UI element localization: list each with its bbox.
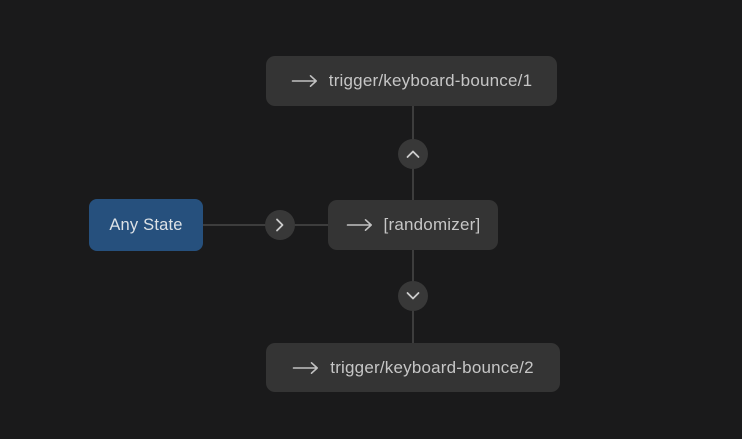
state-node-label: trigger/keyboard-bounce/2 [330,357,534,377]
transition-arrow-icon [292,361,319,374]
state-node-label: [randomizer] [383,215,481,234]
transition-arrow-icon [291,75,317,87]
state-node-randomizer[interactable]: [randomizer] [328,200,498,250]
state-node-label: trigger/keyboard-bounce/1 [328,71,533,90]
chevron-right-icon [276,218,284,232]
chevron-down-icon [406,292,420,300]
state-node-trigger-keyboard-bounce-1[interactable]: trigger/keyboard-bounce/1 [266,56,557,106]
state-node-label: Any State [109,215,183,234]
transition-badge-down[interactable] [398,281,428,311]
chevron-up-icon [406,150,420,158]
transition-badge-up[interactable] [398,139,428,169]
transition-badge-right[interactable] [265,210,295,240]
transition-arrow-icon [346,219,372,231]
state-node-any-state[interactable]: Any State [89,199,203,251]
state-node-trigger-keyboard-bounce-2[interactable]: trigger/keyboard-bounce/2 [266,343,560,392]
